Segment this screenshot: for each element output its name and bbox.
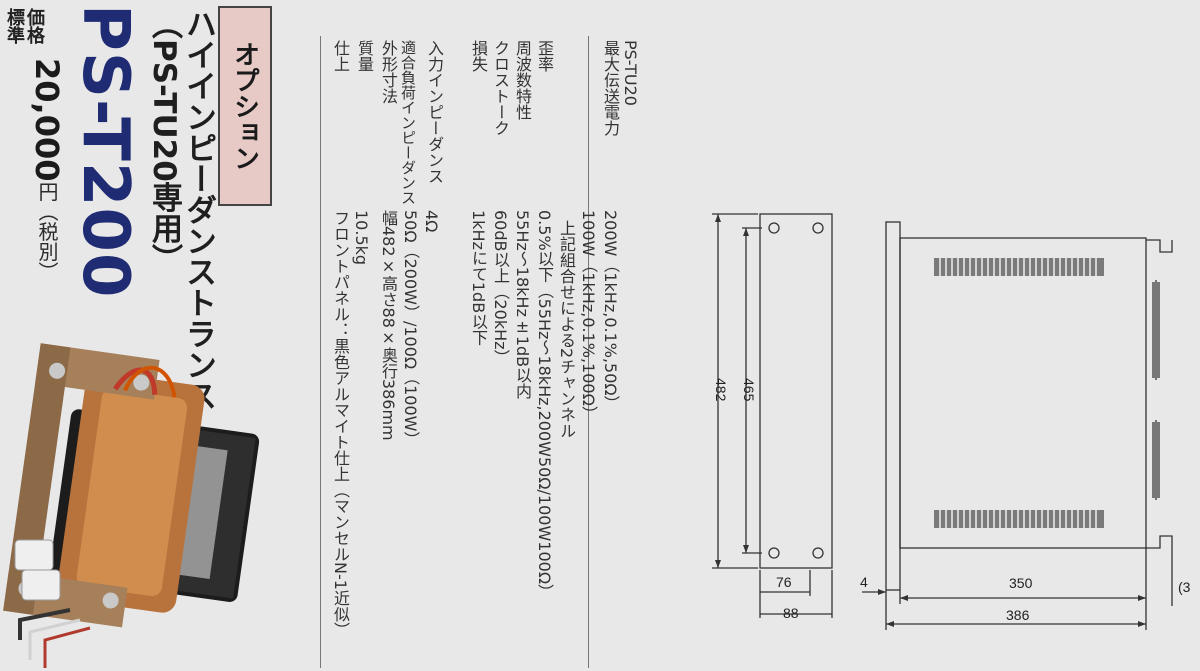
spec-value-dimensions: 幅482×高さ88×奥行386mm (379, 210, 398, 441)
table-border-right (588, 36, 589, 668)
spec-label-crosstalk: クロストーク (491, 40, 510, 136)
option-badge-text: オプション (229, 41, 260, 171)
product-title-line1: ハイインピーダンストランス (180, 8, 216, 411)
spec-label-frequency: 周波数特性 (513, 40, 532, 120)
rack-hole-top-right (812, 222, 824, 234)
spec-label-distortion: 歪率 (535, 40, 554, 72)
side-panel-front (885, 221, 901, 591)
spec-value-load-impedance: 50Ω（200W）/100Ω（100W） (401, 210, 420, 448)
front-panel-outline (759, 213, 833, 569)
spec-value-loss: 1kHzにて1dB以下 (469, 210, 488, 346)
dim-88: 88 (783, 605, 799, 621)
spec-value-max-power-2: 100W（1kHz,0.1%,100Ω） (579, 210, 598, 422)
spec-label-finish: 仕上 (331, 40, 350, 72)
spec-label-input-impedance: 入力インピーダンス (425, 40, 444, 184)
dim-partial: (3 (1178, 579, 1191, 595)
spec-value-crosstalk: 60dB以上（20kHz） (491, 210, 510, 366)
dim-482: 482 (713, 378, 729, 402)
spec-value-distortion: 0.5%以下（55Hz〜18kHz,200W50Ω/100W100Ω） (535, 210, 554, 601)
rack-hole-bottom-right (812, 547, 824, 559)
spec-value-frequency: 55Hz〜18kHz±1dB以内 (513, 210, 532, 400)
spec-label-dimensions: 外形寸法 (379, 40, 398, 104)
terminal-strip-lower (1152, 422, 1160, 498)
spec-label-mass: 質量 (355, 40, 374, 72)
dim-4: 4 (860, 574, 868, 590)
spec-label-loss: 損失 (469, 40, 488, 72)
spec-value-max-power-1: 200W（1kHz,0.1%,50Ω） (601, 210, 620, 412)
price-unit: 円（税別） (35, 181, 59, 282)
rack-hole-bottom-left (768, 547, 780, 559)
dim-465: 465 (741, 378, 757, 402)
spec-value-max-power-3: 上記組合せによる2チャンネル (557, 220, 576, 439)
price-label-standard: 標準 (4, 8, 25, 44)
price-label-price: 価格 (24, 8, 45, 44)
spec-label-max-power: 最大伝送電力 (601, 40, 620, 136)
dim-76: 76 (776, 574, 792, 590)
spec-value-mass: 10.5kg (352, 210, 371, 266)
product-model: PS-T200 (68, 4, 142, 299)
dim-350: 350 (1009, 575, 1033, 591)
dim-386: 386 (1006, 607, 1030, 623)
price-value: 20,000 (28, 58, 66, 182)
table-border-left (320, 36, 321, 668)
side-chassis (899, 237, 1147, 549)
transformer-photo (3, 343, 260, 668)
spec-heading: PS-TU20 (621, 40, 640, 106)
product-title-line2: （PS-TU20専用） (146, 8, 182, 275)
spec-value-finish: フロントパネル：黒色アルマイト仕上（マンセルN-1近似） (331, 210, 350, 638)
terminal-strip-upper (1152, 282, 1160, 378)
spec-label-load-impedance: 適合負荷インピーダンス (399, 40, 417, 205)
spec-value-input-impedance: 4Ω (422, 210, 441, 233)
option-badge: オプション (218, 6, 272, 206)
price: 20,000円（税別） (28, 58, 66, 281)
rack-hole-top-left (768, 222, 780, 234)
